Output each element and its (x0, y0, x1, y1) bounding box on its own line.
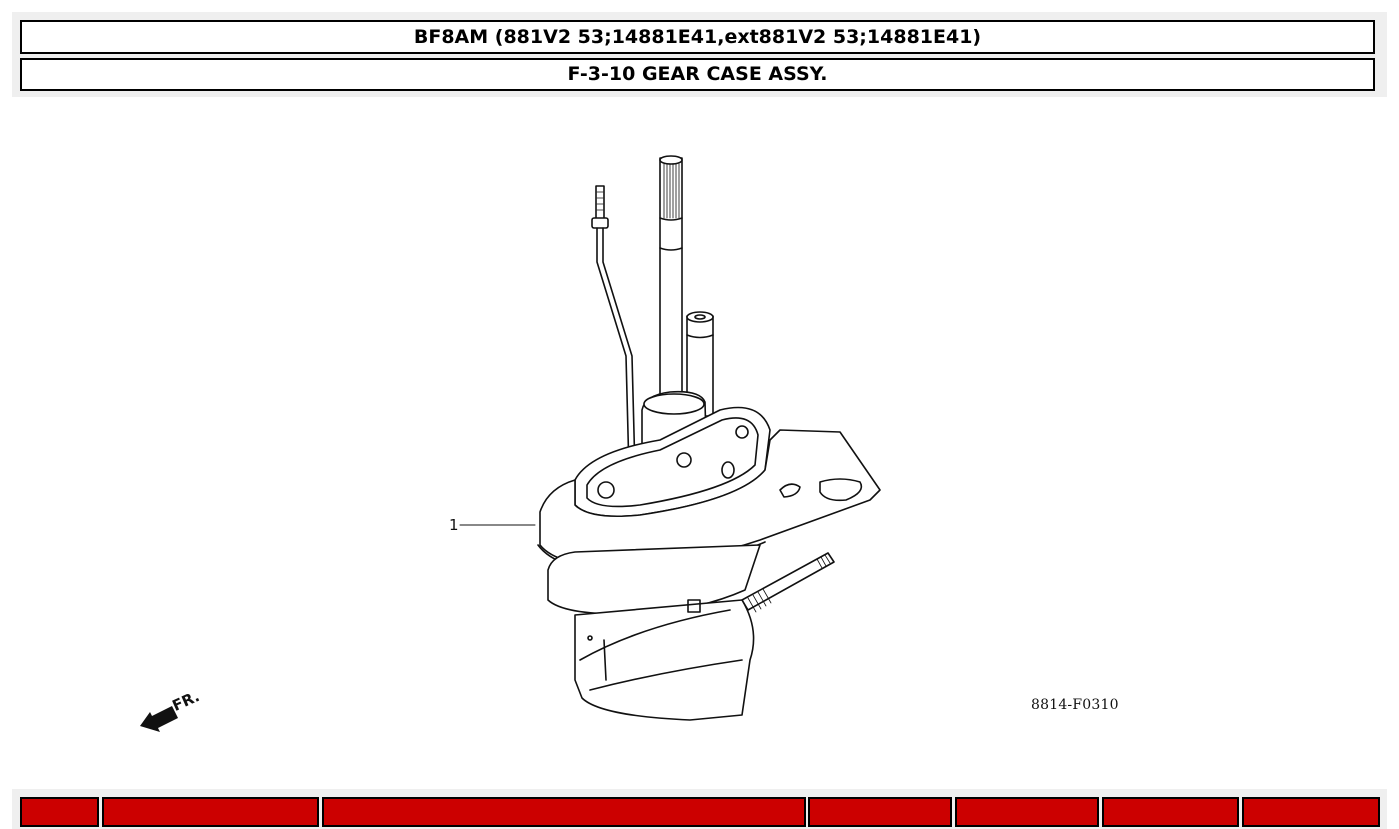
header-table: BF8AM (881V2 53;14881E41,ext881V2 53;148… (12, 12, 1387, 97)
shift-rod (591, 185, 637, 511)
lower-gear-case (574, 599, 755, 721)
column-header-6[interactable] (1102, 797, 1239, 827)
figure-code: 8814-F0310 (1031, 697, 1119, 713)
front-arrow-icon (140, 706, 178, 732)
column-header-4[interactable] (808, 797, 952, 827)
gear-case-diagram (140, 155, 881, 732)
column-header-5[interactable] (955, 797, 1099, 827)
column-header-1[interactable] (20, 797, 99, 827)
column-header-7[interactable] (1242, 797, 1380, 827)
parts-table-header (12, 789, 1387, 829)
section-title: F-3-10 GEAR CASE ASSY. (20, 58, 1375, 91)
column-header-3[interactable] (322, 797, 806, 827)
column-header-2[interactable] (102, 797, 319, 827)
housing-top (574, 390, 771, 518)
propeller-shaft (741, 552, 835, 613)
drive-shaft (659, 155, 683, 399)
callout-label-1[interactable]: 1 (449, 516, 459, 534)
model-title: BF8AM (881V2 53;14881E41,ext881V2 53;148… (20, 20, 1375, 54)
